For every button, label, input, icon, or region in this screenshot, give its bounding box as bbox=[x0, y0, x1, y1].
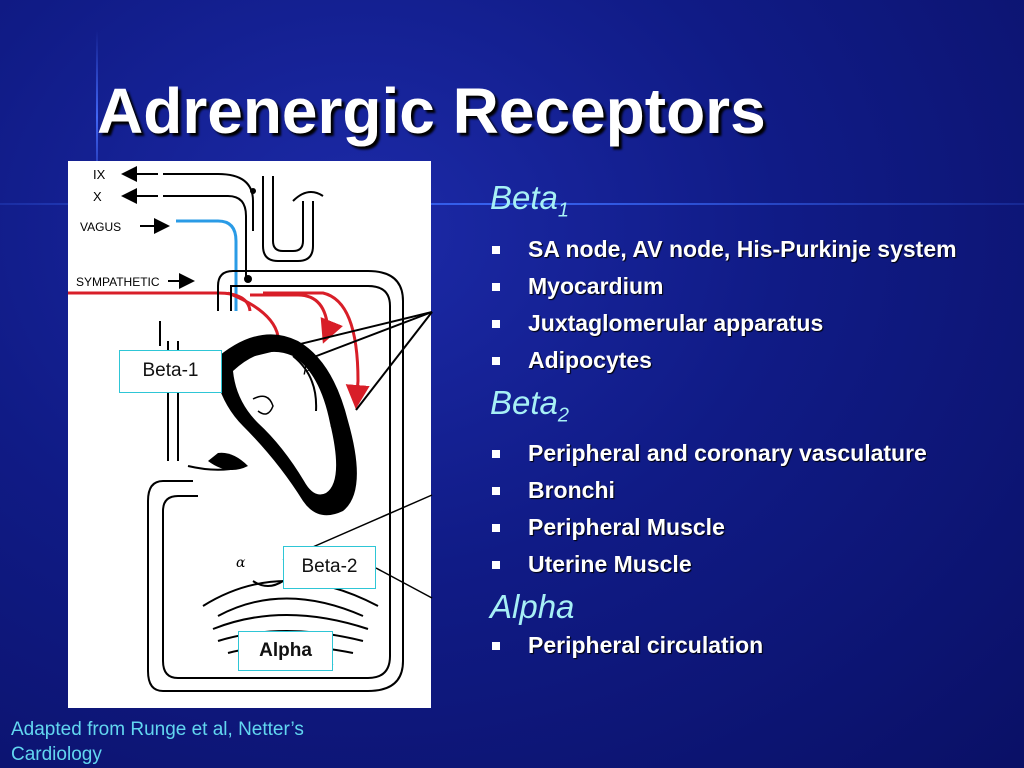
receptor-list: Beta1 SA node, AV node, His-Purkinje sys… bbox=[490, 178, 1010, 668]
receptor-heading-beta2: Beta2 bbox=[490, 383, 570, 427]
list-item: Peripheral and coronary vasculature bbox=[490, 439, 1010, 468]
heart-circulation-diagram: IX X VAGUS SYMPATHETIC bbox=[68, 161, 431, 708]
nerve-label-vagus: VAGUS bbox=[80, 220, 121, 234]
nerve-label-ix: IX bbox=[93, 167, 106, 182]
receptor-heading-alpha: Alpha bbox=[490, 588, 575, 626]
beta2-callout: Beta-2 bbox=[283, 546, 376, 589]
nerve-label-sympathetic: SYMPATHETIC bbox=[76, 275, 160, 289]
list-item: Myocardium bbox=[490, 272, 1010, 301]
list-item: Juxtaglomerular apparatus bbox=[490, 309, 1010, 338]
list-item: SA node, AV node, His-Purkinje system bbox=[490, 235, 1010, 264]
page-title: Adrenergic Receptors bbox=[97, 75, 766, 147]
list-item: Uterine Muscle bbox=[490, 550, 1010, 579]
alpha-receptor-symbol: α bbox=[236, 555, 246, 571]
beta-receptor-symbol: β bbox=[330, 408, 340, 427]
alpha-callout: Alpha bbox=[238, 631, 333, 671]
decorative-vertical-line bbox=[96, 30, 98, 205]
list-item: Bronchi bbox=[490, 476, 1010, 505]
beta-receptor-symbol: β bbox=[303, 356, 313, 375]
beta1-callout: Beta-1 bbox=[119, 350, 222, 393]
list-item: Peripheral circulation bbox=[490, 631, 1010, 660]
diagram-drawing: IX X VAGUS SYMPATHETIC bbox=[68, 166, 404, 692]
decorative-horizontal-line bbox=[0, 203, 1024, 205]
source-citation: Adapted from Runge et al, Netter’s Cardi… bbox=[11, 719, 304, 765]
receptor-heading-beta1: Beta1 bbox=[490, 179, 570, 222]
list-item: Peripheral Muscle bbox=[490, 513, 1010, 542]
nerve-label-x: X bbox=[93, 189, 102, 204]
list-item: Adipocytes bbox=[490, 346, 1010, 375]
